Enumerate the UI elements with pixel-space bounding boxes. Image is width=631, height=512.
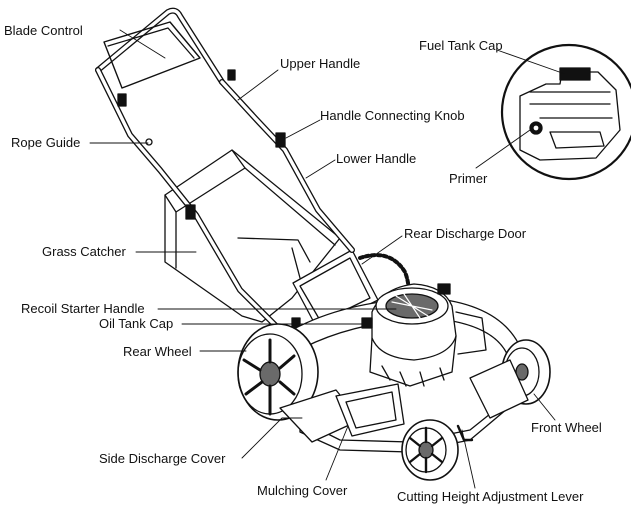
label-cutting-height-adjustment-lever: Cutting Height Adjustment Lever (397, 489, 584, 504)
engine-fuel-cap (437, 283, 451, 295)
handle-connecting-knob-right (275, 132, 286, 148)
label-blade-control: Blade Control (4, 23, 83, 38)
mulching-cover-drawing (335, 383, 405, 437)
engine-oil-cap (361, 317, 373, 329)
handle-assembly (95, 7, 355, 343)
handle-clamp-left-upper (117, 93, 127, 107)
label-side-discharge-cover: Side Discharge Cover (99, 451, 226, 466)
label-rear-wheel: Rear Wheel (123, 344, 192, 359)
label-mulching-cover: Mulching Cover (257, 483, 348, 498)
engine-inset (500, 43, 631, 181)
label-grass-catcher: Grass Catcher (42, 244, 126, 259)
front-chute (469, 359, 529, 419)
label-rope-guide: Rope Guide (11, 135, 81, 150)
label-fuel-tank-cap: Fuel Tank Cap (419, 38, 503, 53)
label-rear-discharge-door: Rear Discharge Door (404, 226, 527, 241)
rear-wheel-drawing (237, 323, 319, 421)
label-recoil-starter-handle: Recoil Starter Handle (21, 301, 145, 316)
label-upper-handle: Upper Handle (280, 56, 361, 71)
leader-lines (89, 29, 566, 489)
engine-drawing (361, 283, 487, 387)
handle-clamp-right-upper (227, 69, 236, 81)
label-lower-handle: Lower Handle (336, 151, 417, 166)
label-handle-connecting-knob: Handle Connecting Knob (320, 108, 465, 123)
label-oil-tank-cap: Oil Tank Cap (99, 316, 174, 331)
label-primer: Primer (449, 171, 488, 186)
handle-connecting-knob-left (185, 204, 196, 220)
label-front-wheel: Front Wheel (531, 420, 602, 435)
